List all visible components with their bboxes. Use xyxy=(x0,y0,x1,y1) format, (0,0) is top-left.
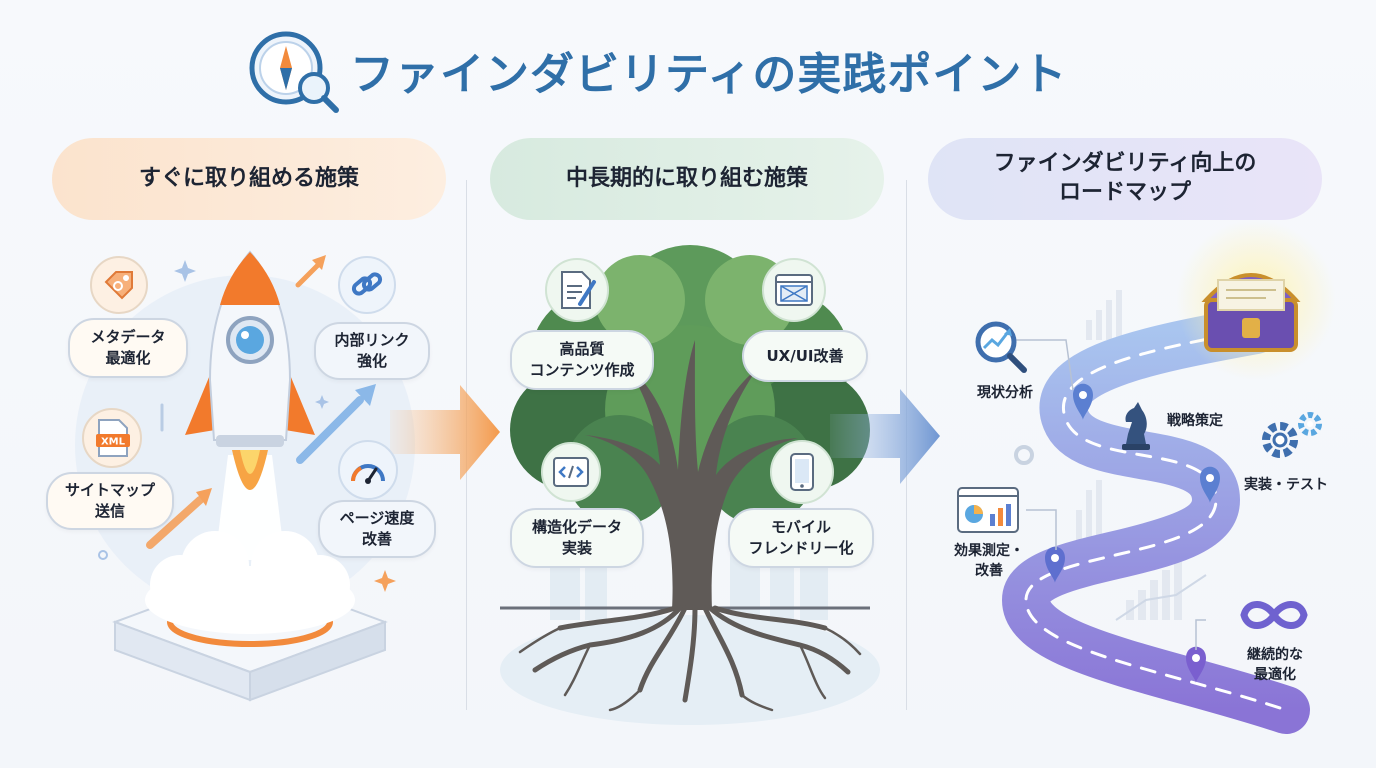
roadmap-step-5: 継続的な 最適化 xyxy=(1247,647,1303,683)
code-icon-badge xyxy=(541,442,601,502)
callout-mobile-friendly: モバイル フレンドリー化 xyxy=(728,508,874,568)
link-icon-badge xyxy=(338,256,396,314)
callout-quality-content: 高品質 コンテンツ作成 xyxy=(510,330,654,390)
callout-structured-data: 構造化データ 実装 xyxy=(510,508,644,568)
xml-file-icon: XML xyxy=(96,419,130,457)
browser-window-icon xyxy=(775,274,813,306)
tag-icon-badge xyxy=(90,256,148,314)
gears-icon xyxy=(1262,412,1322,458)
callout-internal-links: 内部リンク 強化 xyxy=(314,322,430,380)
roadmap-step-1: 現状分析 xyxy=(977,385,1033,401)
dashboard-icon xyxy=(957,487,1019,533)
page-title: ファインダビリティの実践ポイント xyxy=(350,49,1068,100)
document-pen-icon xyxy=(561,271,596,309)
tag-icon xyxy=(104,271,133,300)
svg-text:XML: XML xyxy=(101,437,126,448)
speedometer-icon xyxy=(351,464,385,484)
title-area: ファインダビリティの実践ポイント xyxy=(240,30,1068,113)
speedometer-icon-badge xyxy=(338,440,398,500)
callout-metadata: メタデータ 最適化 xyxy=(68,318,188,378)
roadmap-step-4: 効果測定・ 改善 xyxy=(954,543,1024,579)
infinity-icon xyxy=(1240,601,1308,629)
document-icon-badge xyxy=(545,258,609,322)
code-icon xyxy=(553,457,589,487)
smartphone-icon xyxy=(790,453,814,491)
callout-page-speed: ページ速度 改善 xyxy=(318,500,436,558)
chess-knight-icon xyxy=(1122,402,1150,450)
section-header-roadmap: ファインダビリティ向上の ロードマップ xyxy=(928,138,1322,220)
browser-icon-badge xyxy=(762,258,826,322)
link-icon xyxy=(351,272,383,296)
section-header-quick: すぐに取り組める施策 xyxy=(52,138,446,220)
roadmap-pins xyxy=(1045,383,1220,683)
smartphone-icon-badge xyxy=(770,440,834,504)
compass-magnifier-icon xyxy=(249,31,339,113)
callout-ux-ui: UX/UI改善 xyxy=(742,330,868,382)
roadmap-illustration xyxy=(1001,220,1336,734)
section-header-long-term: 中長期的に取り組む施策 xyxy=(490,138,884,220)
roadmap-step-2: 戦略策定 xyxy=(1167,413,1223,429)
callout-sitemap: サイトマップ 送信 xyxy=(46,472,174,530)
xml-icon-badge: XML xyxy=(82,408,142,468)
arrow-to-long-term xyxy=(390,385,500,480)
arrow-to-roadmap xyxy=(830,389,940,484)
analysis-magnifier-icon xyxy=(975,321,1027,373)
roadmap-step-3: 実装・テスト xyxy=(1244,477,1328,493)
